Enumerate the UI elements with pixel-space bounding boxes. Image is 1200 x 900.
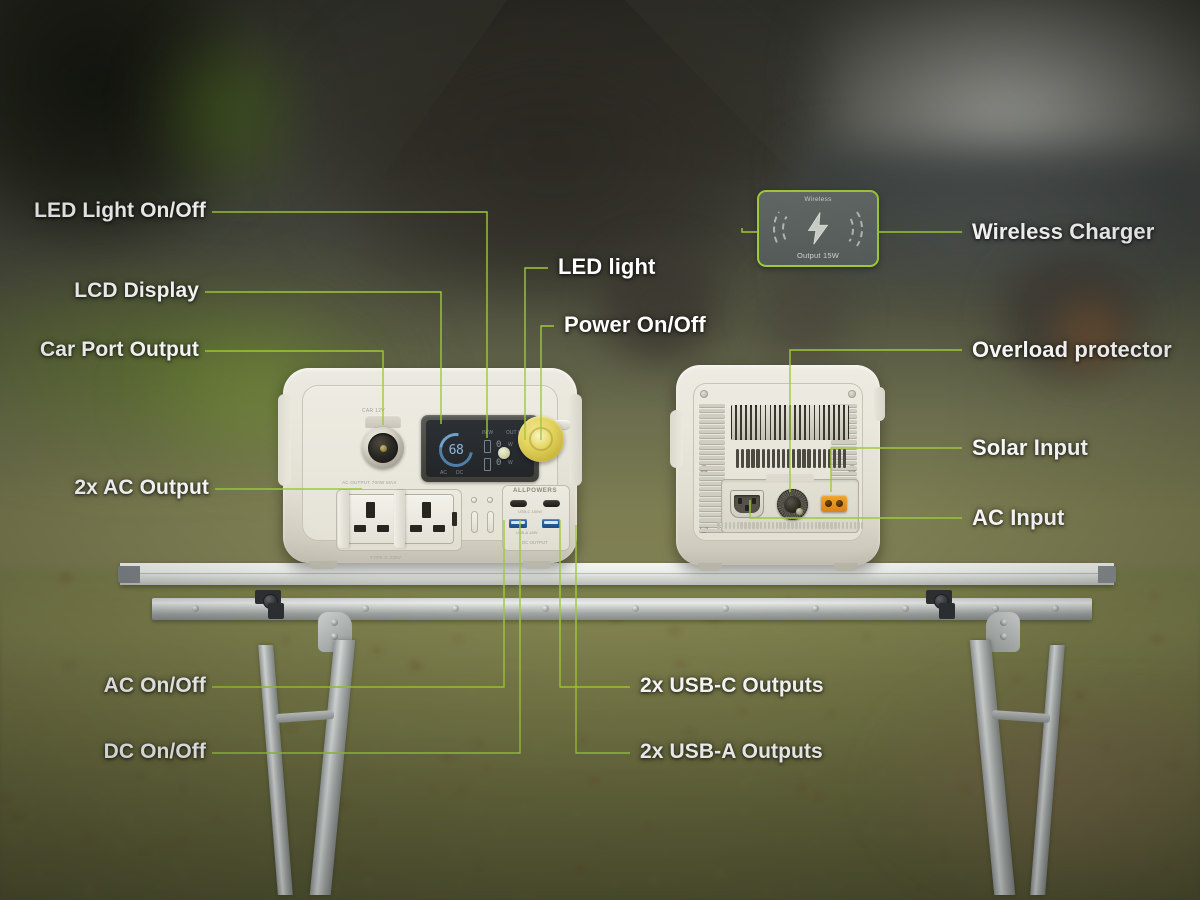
wireless-charger-inset: Wireless Output 15W [757,190,879,267]
table-edge-left [118,566,140,583]
power-on-off-button[interactable] [518,416,564,462]
ac-on-off-switch[interactable] [471,511,478,533]
table-clamp-base-left [268,603,284,619]
lcd-output-unit: W [508,460,513,466]
background-person-4 [1055,300,1125,370]
usb-c-port-1[interactable] [510,500,527,507]
wave-arc-right-inner [832,211,854,246]
usb-a-text: USB-A 18W [516,530,538,535]
background-foliage-left [140,10,320,210]
foot-right [523,561,551,569]
label-lcd-display: LCD Display [74,279,199,302]
label-overload-protector: Overload protector [972,337,1172,362]
label-solar-input: Solar Input [972,435,1088,460]
wave-arc-left-inner [782,211,804,246]
table-clamp-base-right [939,603,955,619]
label-dc-on-off: DC On/Off [103,740,206,763]
screw-top-right [848,390,856,398]
wave-arc-left-outer [773,205,803,252]
lcd-input-unit: W [508,442,513,448]
power-station-rear [670,365,885,571]
ac-output-group: AC OUTPUT 700W MAX TYPE G 230V [336,480,462,560]
label-wireless-charger: Wireless Charger [972,219,1155,244]
label-2x-usb-a-outputs: 2x USB-A Outputs [640,740,823,763]
led-light-on-off-button[interactable] [498,447,510,459]
wireless-charger-output: Output 15W [796,251,840,260]
rear-foot-right [834,563,858,571]
rear-handle-left [670,410,683,468]
usb-a-port-2[interactable] [542,519,560,528]
bottom-vent-strip [717,522,863,529]
ac-output-text: AC OUTPUT 700W MAX [342,480,397,485]
usb-output-group: ALLPOWERS USB-C 100W USB-A 18W DC OUTPUT [502,485,570,551]
overload-protector-button[interactable] [777,489,808,520]
car-port-text: CAR 12V [362,408,385,414]
lightning-bolt-icon [805,211,831,245]
background-person-1 [600,250,720,360]
side-vent-left [699,403,725,533]
background-person-2 [760,270,850,360]
ac-input-socket[interactable] [730,490,764,518]
screw-top-left [700,390,708,398]
lcd-output-value: 0 [496,458,502,468]
ac-status-led [471,497,477,503]
dc-status-led [487,497,493,503]
table-top-surface [120,563,1114,585]
label-led-light: LED light [558,254,656,279]
vent-slot-row [735,449,847,468]
lcd-output-label: OUT W [506,430,523,436]
lcd-dc-indicator: DC [456,470,464,476]
dc-on-off-switch[interactable] [487,511,494,533]
usb-c-port-2[interactable] [543,500,560,507]
label-power-on-off: Power On/Off [564,312,706,337]
lcd-input-bar [484,440,491,453]
table-edge-right [1098,566,1116,583]
ac-outlet-text: TYPE G 230V [370,555,402,560]
usb-a-port-1[interactable] [509,519,527,528]
lcd-input-label: IN W [482,430,494,436]
wireless-charger-title: Wireless [804,196,832,203]
lcd-output-bar [484,458,491,471]
usb-c-text: USB-C 100W [518,509,543,514]
lcd-input-value: 0 [496,440,502,450]
car-port-output-jack[interactable]: CAR 12V [360,408,406,473]
lcd-ac-indicator: AC [440,470,447,476]
led-light-lens [550,420,570,429]
ac-outlet-cover-2[interactable] [394,490,405,548]
ac-outlet-2[interactable] [402,494,457,544]
battery-percent: 68 [448,442,464,458]
solar-input-connector[interactable] [821,495,847,512]
label-led-light-on-off: LED Light On/Off [34,199,206,222]
handle-right [569,394,582,486]
label-ac-on-off: AC On/Off [103,674,206,697]
ac-outlet-cover-1[interactable] [338,490,349,548]
foot-left [309,561,337,569]
ac-outlet-1[interactable] [346,494,401,544]
brand-logo: ALLPOWERS [513,487,558,494]
label-2x-usb-c-outputs: 2x USB-C Outputs [640,674,824,697]
label-ac-input: AC Input [972,505,1065,530]
label-car-port-output: Car Port Output [40,338,199,361]
rear-foot-left [698,563,722,571]
label-2x-ac-output: 2x AC Output [74,476,209,499]
wave-arc-right-outer [833,205,863,252]
dc-output-text: DC OUTPUT [522,540,548,545]
fan-vent-grille [731,405,849,440]
handle-left [278,394,291,486]
rear-handle-right [874,387,885,421]
power-station-front: CAR 12V 68 IN W OUT W 0 0 W [278,368,582,569]
